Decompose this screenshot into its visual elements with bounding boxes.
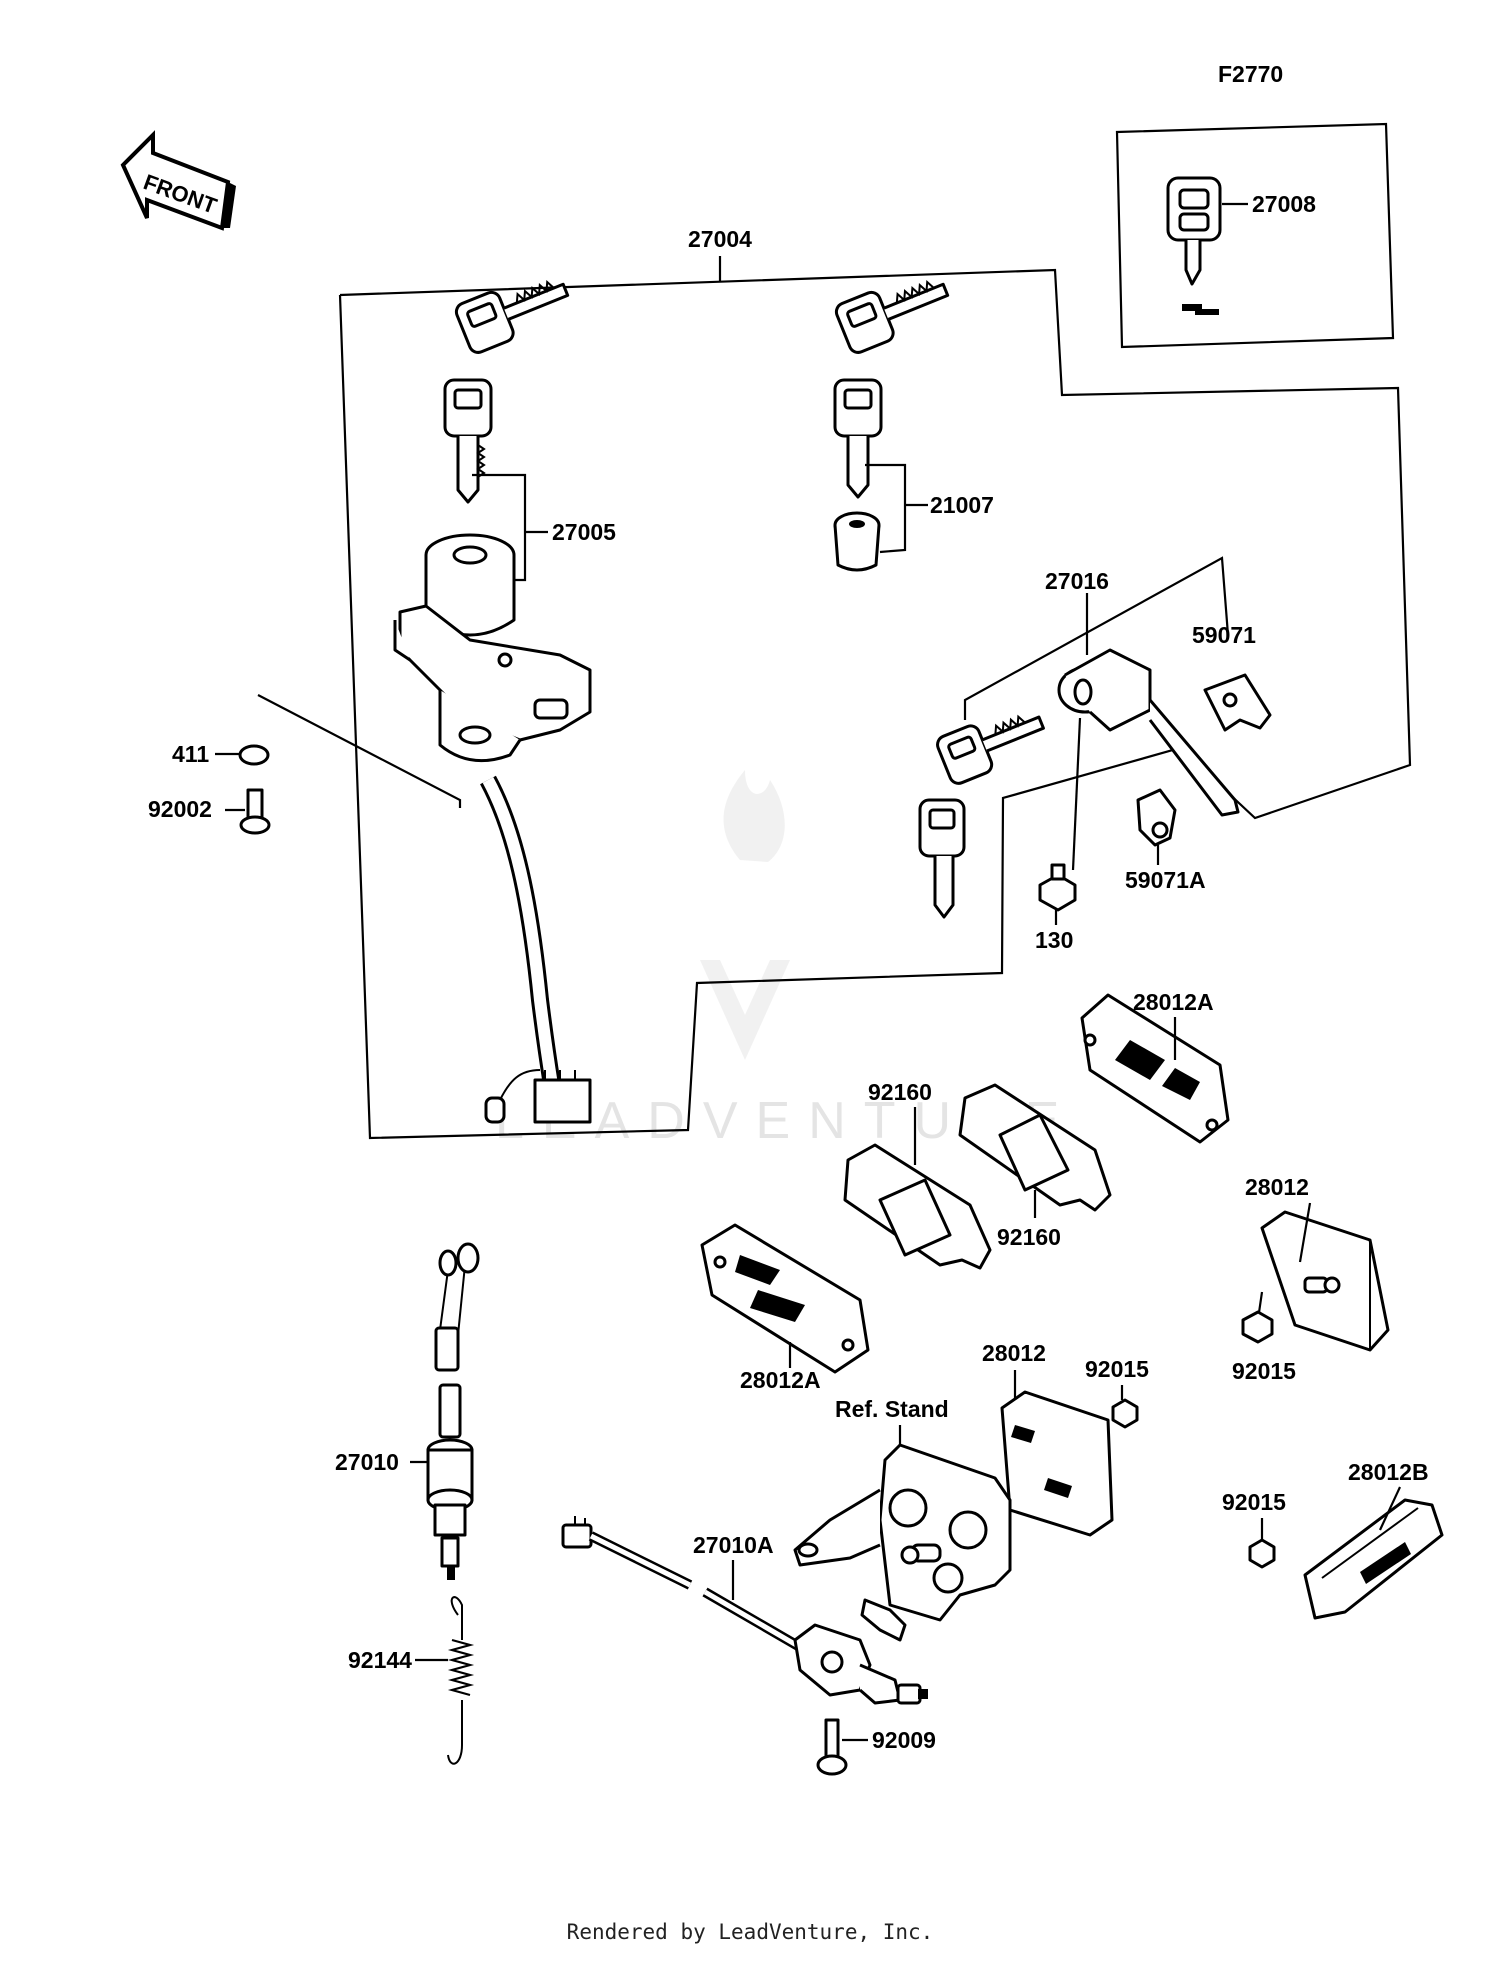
reflector-28012A-top-icon	[1080, 993, 1230, 1144]
label-411: 411	[172, 741, 209, 767]
bracket-59071-icon	[1203, 673, 1272, 732]
reflector-28012-right-icon	[1260, 1210, 1390, 1352]
front-arrow: FRONT	[120, 130, 236, 231]
label-92002: 92002	[148, 796, 212, 822]
bolt-92002-icon	[239, 788, 271, 835]
label-28012-right: 28012	[1245, 1174, 1309, 1200]
label-28012B: 28012B	[1348, 1459, 1429, 1485]
key-inset-box: 27008	[1115, 122, 1395, 349]
switch-27010A-icon	[561, 1516, 928, 1705]
gasket-92160-a-icon	[843, 1143, 992, 1270]
label-92160-a: 92160	[868, 1079, 932, 1105]
label-92015-b: 92015	[1232, 1358, 1296, 1384]
label-21007: 21007	[930, 492, 994, 518]
bolt-130-icon	[1038, 863, 1077, 912]
key-pair-21007-icon	[833, 280, 950, 499]
ignition-switch-icon	[393, 533, 592, 763]
lock-cylinder-21007-icon	[833, 511, 881, 572]
ignition-harness-icon	[480, 775, 592, 1124]
nut-92015-b-icon	[1241, 1310, 1274, 1344]
reflector-28012B-icon	[1303, 1498, 1444, 1620]
switch-27010-icon	[426, 1242, 480, 1580]
label-92009: 92009	[872, 1727, 936, 1753]
reflector-28012A-bottom-icon	[700, 1223, 870, 1374]
stand-bracket-icon	[793, 1443, 1012, 1642]
clip-59071A-icon	[1136, 788, 1177, 847]
reflector-28012-mid-icon	[1000, 1390, 1114, 1537]
key-pair-27005-icon	[443, 280, 570, 504]
label-27008: 27008	[1252, 191, 1316, 217]
gasket-92160-b-icon	[958, 1083, 1112, 1212]
label-59071: 59071	[1192, 622, 1256, 648]
label-59071A: 59071A	[1125, 867, 1206, 893]
label-27004: 27004	[688, 226, 752, 252]
label-92144: 92144	[348, 1647, 412, 1673]
label-27005: 27005	[552, 519, 616, 545]
key-pair-27016-icon	[918, 714, 1045, 919]
key-27008-icon	[1166, 176, 1222, 315]
label-92160-b: 92160	[997, 1224, 1061, 1250]
label-92015-a: 92015	[1085, 1356, 1149, 1382]
washer-411-icon	[238, 744, 270, 766]
nut-92015-a-icon	[1111, 1398, 1139, 1429]
footer-credit: Rendered by LeadVenture, Inc.	[566, 1920, 934, 1944]
figure-code: F2770	[1218, 61, 1283, 87]
label-130: 130	[1035, 927, 1073, 953]
nut-92015-c-icon	[1248, 1538, 1276, 1569]
label-27010A: 27010A	[693, 1532, 774, 1558]
label-28012A-bottom: 28012A	[740, 1367, 821, 1393]
label-27016: 27016	[1045, 568, 1109, 594]
label-92015-c: 92015	[1222, 1489, 1286, 1515]
watermark-logo	[700, 770, 790, 1060]
label-28012A-top: 28012A	[1133, 989, 1214, 1015]
label-ref-stand: Ref. Stand	[835, 1396, 949, 1422]
label-28012-mid: 28012	[982, 1340, 1046, 1366]
bolt-92009-icon	[816, 1718, 848, 1776]
helmet-lock-27016-icon	[1057, 648, 1240, 817]
label-27010: 27010	[335, 1449, 399, 1475]
spring-92144-icon	[447, 1596, 475, 1765]
